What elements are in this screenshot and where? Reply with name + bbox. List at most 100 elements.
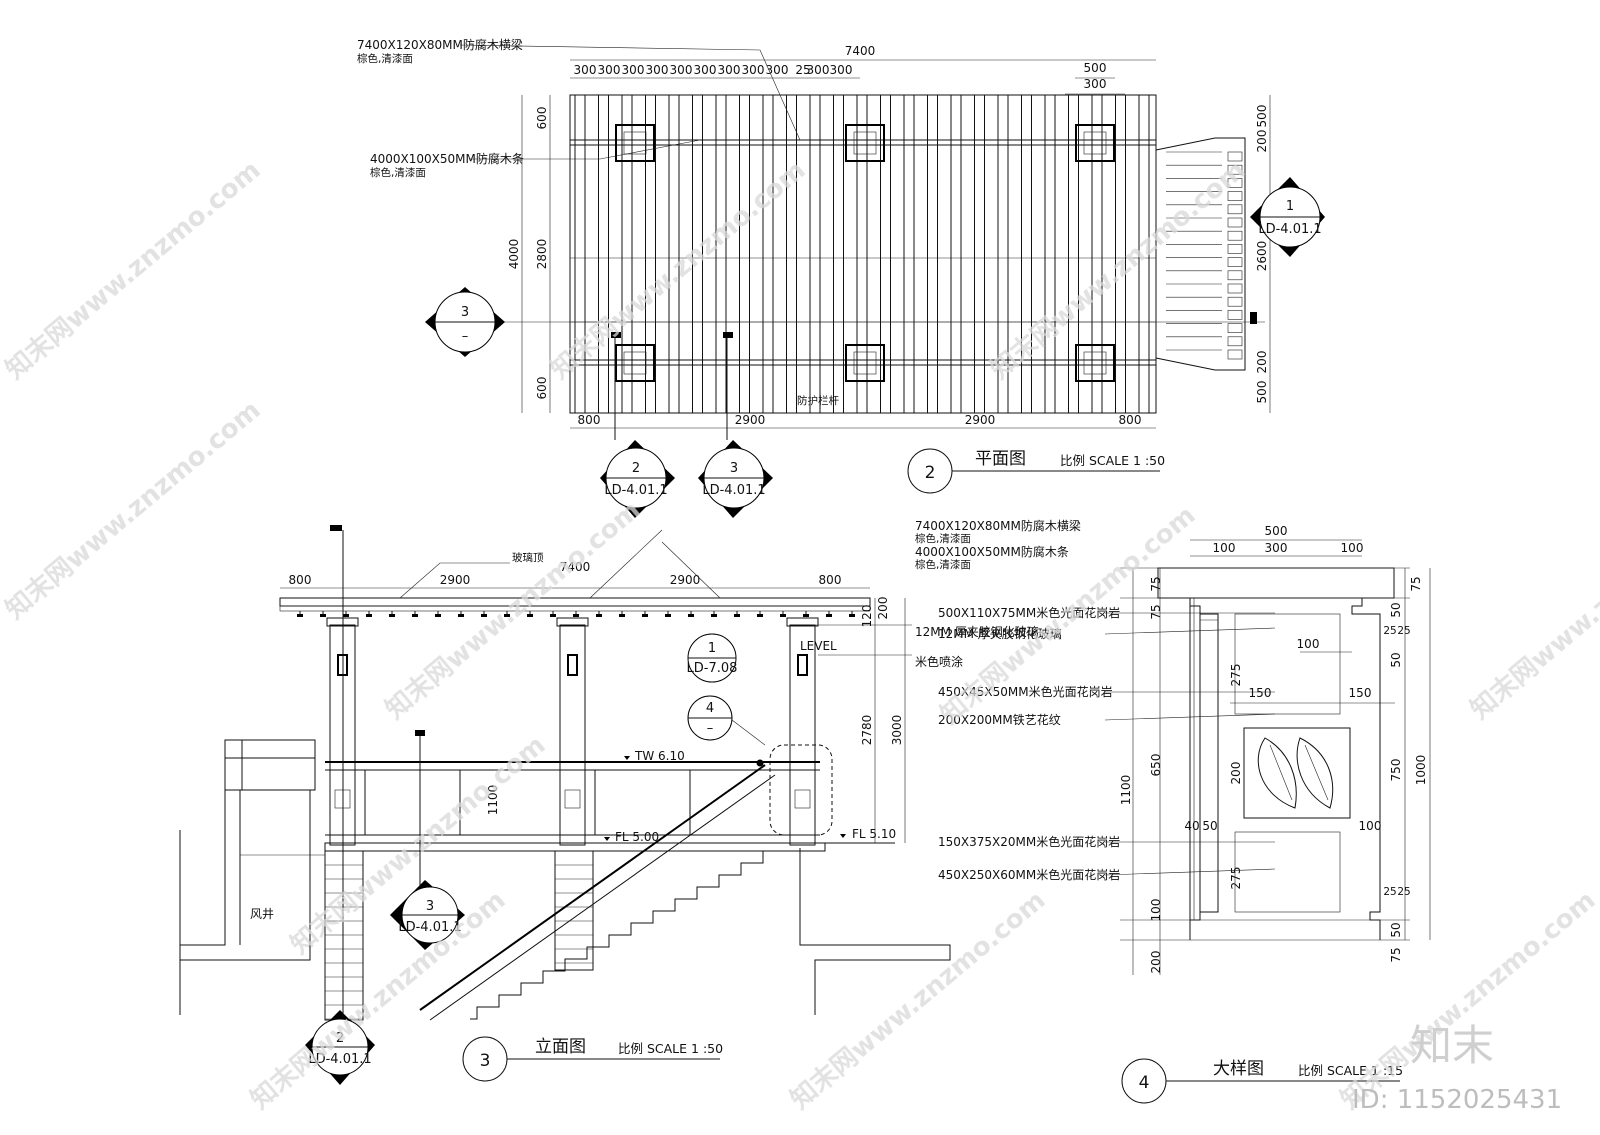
wood-slat (668, 94, 680, 414)
svg-text:75: 75 (1149, 604, 1163, 619)
plan-right-dim: 200 (1255, 130, 1269, 153)
plan-spacing-dim: 300 (670, 63, 693, 77)
elevation-note: 7400X120X80MM防腐木横梁 (915, 518, 1081, 533)
svg-text:50: 50 (1202, 819, 1217, 833)
plan-overall-width: 7400 (845, 44, 876, 58)
plan-left-total: 4000 (507, 239, 521, 270)
detail-note: 150X375X20MM米色光面花岗岩 (938, 834, 1120, 849)
level-label: LEVEL (800, 639, 837, 653)
plan-title: 平面图 (975, 449, 1026, 469)
wood-slat (833, 94, 844, 414)
plan-bottom-dim: 2900 (735, 413, 766, 427)
plan-spacing-dim: 300 (694, 63, 717, 77)
svg-text:知末网www.znzmo.com: 知末网www.znzmo.com (0, 155, 266, 385)
svg-text:知末网www.znzmo.com: 知末网www.znzmo.com (380, 495, 646, 725)
svg-text:150: 150 (1249, 686, 1272, 700)
elevation-overall-width: 7400 (560, 560, 591, 574)
fl1-label: FL 5.00 (615, 830, 659, 844)
wood-slat (974, 94, 985, 414)
svg-text:75: 75 (1389, 947, 1403, 962)
svg-text:750: 750 (1389, 759, 1403, 782)
elevation-note: 棕色,清漆面 (915, 532, 971, 545)
svg-text:知末网www.znzmo.com: 知末网www.znzmo.com (1465, 495, 1600, 725)
elevation-title: 立面图 (535, 1037, 586, 1057)
elevation-callout-4: 4 – (687, 695, 766, 746)
elevation-top-dim: 2900 (440, 573, 471, 587)
svg-text:25: 25 (1383, 625, 1396, 637)
plan-note1-line2: 棕色,清漆面 (357, 52, 413, 65)
plan-spacing-dim: 300 (574, 63, 597, 77)
wood-slat (927, 94, 938, 414)
wood-slat (621, 94, 633, 414)
svg-text:650: 650 (1149, 754, 1163, 777)
elevation-columns (326, 617, 819, 846)
detail-title: 大样图 (1213, 1059, 1264, 1079)
elevation-top-dim: 2900 (670, 573, 701, 587)
svg-text:LD-7.08: LD-7.08 (687, 661, 738, 676)
detail-note: 450X250X60MM米色光面花岗岩 (938, 867, 1120, 882)
wood-slat (809, 94, 821, 414)
svg-text:知末网www.znzmo.com: 知末网www.znzmo.com (785, 885, 1051, 1115)
brand-watermark: 知末 (1410, 1021, 1494, 1070)
plan-right-dim: 500 (1255, 105, 1269, 128)
detail-note: 500X110X75MM米色光面花岗岩 (938, 605, 1120, 620)
svg-text:25: 25 (1383, 886, 1396, 898)
plan-note2-line2: 棕色,清漆面 (370, 166, 426, 179)
plan-right-dim: 2600 (1255, 241, 1269, 272)
svg-text:100: 100 (1359, 819, 1382, 833)
svg-text:275: 275 (1229, 664, 1243, 687)
plan-section-marker-left: 3 – (425, 287, 505, 357)
detail-title-block: 4 大样图 比例 SCALE 1 :15 (1121, 1058, 1403, 1104)
svg-text:40: 40 (1184, 819, 1199, 833)
elevation-railing (325, 761, 820, 836)
svg-text:275: 275 (1229, 867, 1243, 890)
detail-note: 200X200MM铁艺花纹 (938, 712, 1061, 727)
wood-slat (739, 94, 750, 414)
svg-text:–: – (462, 329, 469, 344)
svg-text:知末网www.znzmo.com: 知末网www.znzmo.com (245, 885, 511, 1115)
plan-spacing-dim: 300 (598, 63, 621, 77)
wood-slat (645, 94, 656, 414)
elevation-section-marker-bottom: 2 LD-4.01.1 (305, 525, 375, 1085)
svg-text:4: 4 (706, 701, 714, 716)
wood-slat (856, 94, 868, 414)
svg-text:75: 75 (1149, 576, 1163, 591)
svg-text:200: 200 (1229, 762, 1243, 785)
elevation-number: 3 (480, 1051, 491, 1071)
svg-text:100: 100 (1297, 637, 1320, 651)
shaft-label: 风井 (250, 907, 274, 921)
svg-text:100: 100 (1213, 541, 1236, 555)
plan-section-marker-bottom-2: 3 LD-4.01.1 (698, 440, 773, 518)
wood-slat (1068, 94, 1079, 414)
elevation-note: 12MM 厚夹胶钢化玻璃 (915, 624, 1039, 639)
svg-text:300: 300 (1265, 541, 1288, 555)
svg-text:LD-4.01.1: LD-4.01.1 (604, 483, 667, 498)
svg-text:知末网www.znzmo.com: 知末网www.znzmo.com (0, 395, 266, 625)
elevation-note: 4000X100X50MM防腐木条 (915, 544, 1069, 559)
wood-slat (1091, 94, 1103, 414)
plan-spacing-dim: 300 (718, 63, 741, 77)
elevation-rail-height: 1100 (486, 785, 500, 816)
svg-text:50: 50 (1389, 652, 1403, 667)
svg-text:–: – (707, 721, 714, 736)
svg-text:100: 100 (1341, 541, 1364, 555)
fl2-label: FL 5.10 (852, 827, 896, 841)
elevation-roof-beam (279, 597, 871, 607)
plan-spacing-dim: 25 (795, 63, 810, 77)
plan-spacing-dim: 300 (807, 63, 830, 77)
svg-text:1: 1 (1286, 199, 1294, 214)
svg-text:200: 200 (876, 597, 890, 620)
plan-bottom-dim: 2900 (965, 413, 996, 427)
svg-text:2: 2 (336, 1031, 344, 1046)
elevation-top-dim: 800 (819, 573, 842, 587)
wood-slat (1115, 94, 1126, 414)
elevation-shaft: 风井 (179, 739, 325, 1015)
plan-right-dim: 200 (1255, 351, 1269, 374)
detail-iron-pattern (1243, 727, 1351, 819)
wood-slat (1021, 94, 1032, 414)
